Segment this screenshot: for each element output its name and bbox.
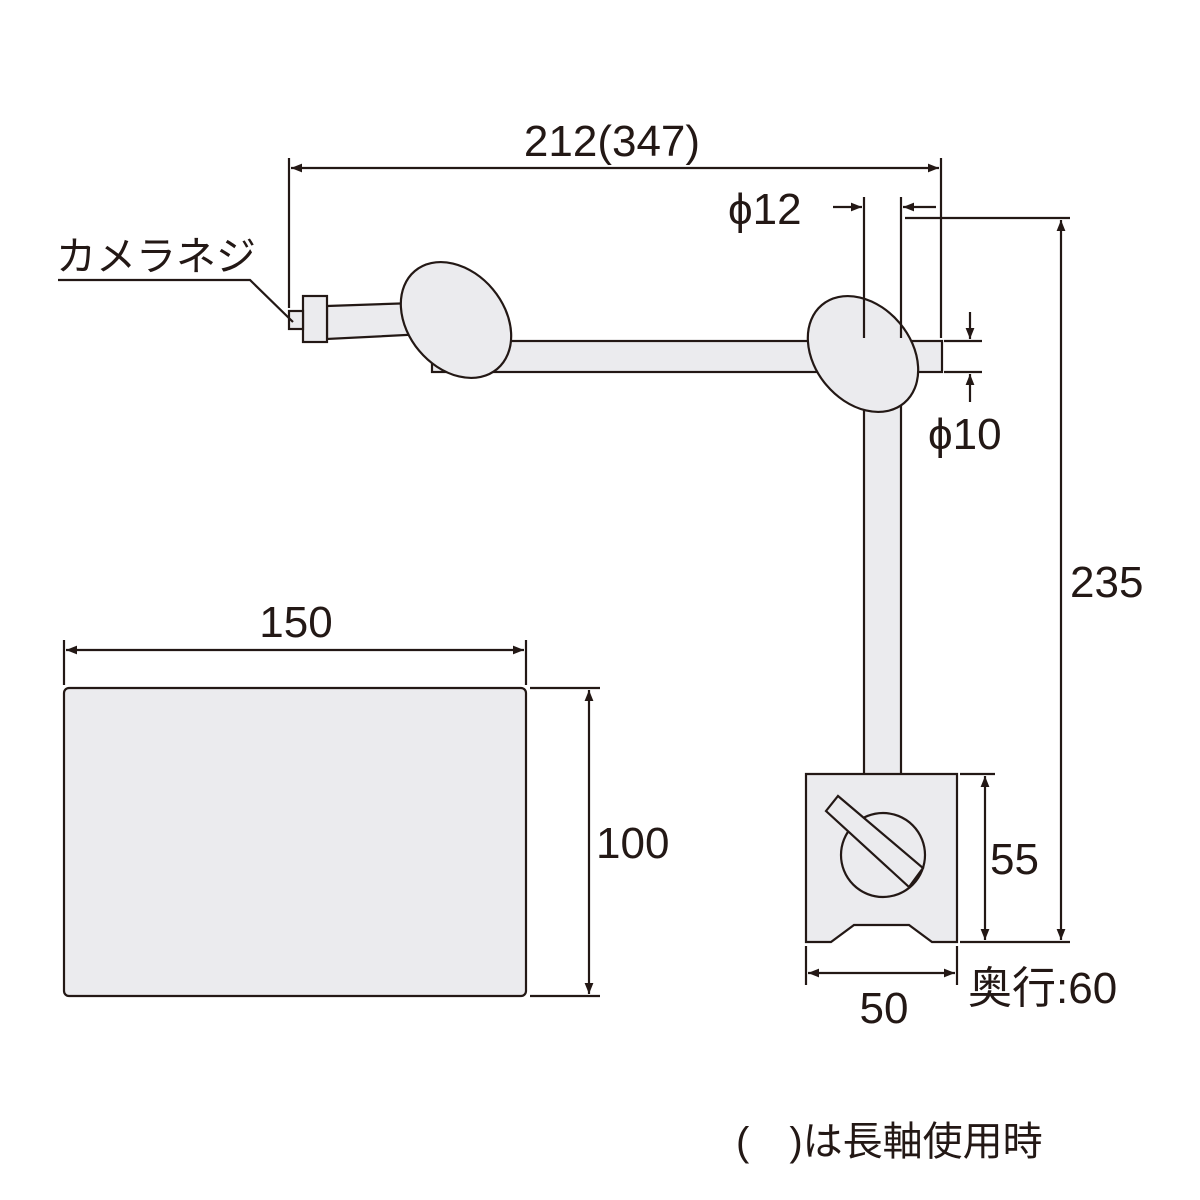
rod-end-cap — [301, 294, 329, 344]
left-clamp-disc — [399, 260, 513, 380]
base-height-label: 55 — [990, 835, 1039, 884]
length-top-label: 212(347) — [524, 117, 700, 166]
base-depth-label: 奥行:60 — [968, 964, 1117, 1013]
switch-knob-lever — [824, 794, 925, 889]
right-clamp-disc — [806, 294, 920, 414]
camera-screw-leader — [58, 278, 294, 323]
camera-screw-stud — [287, 309, 305, 331]
height-total-label: 235 — [1070, 558, 1143, 607]
base-plate — [62, 686, 528, 998]
base-width-label: 50 — [860, 984, 909, 1033]
dia10-label: ϕ10 — [928, 410, 1002, 459]
dia12-label: ϕ12 — [728, 185, 802, 234]
plate-height-label: 100 — [596, 819, 669, 868]
plate-width-label: 150 — [259, 598, 332, 647]
footnote: ( )は長軸使用時 — [736, 1120, 1043, 1164]
camera-screw-label: カメラネジ — [56, 235, 256, 279]
